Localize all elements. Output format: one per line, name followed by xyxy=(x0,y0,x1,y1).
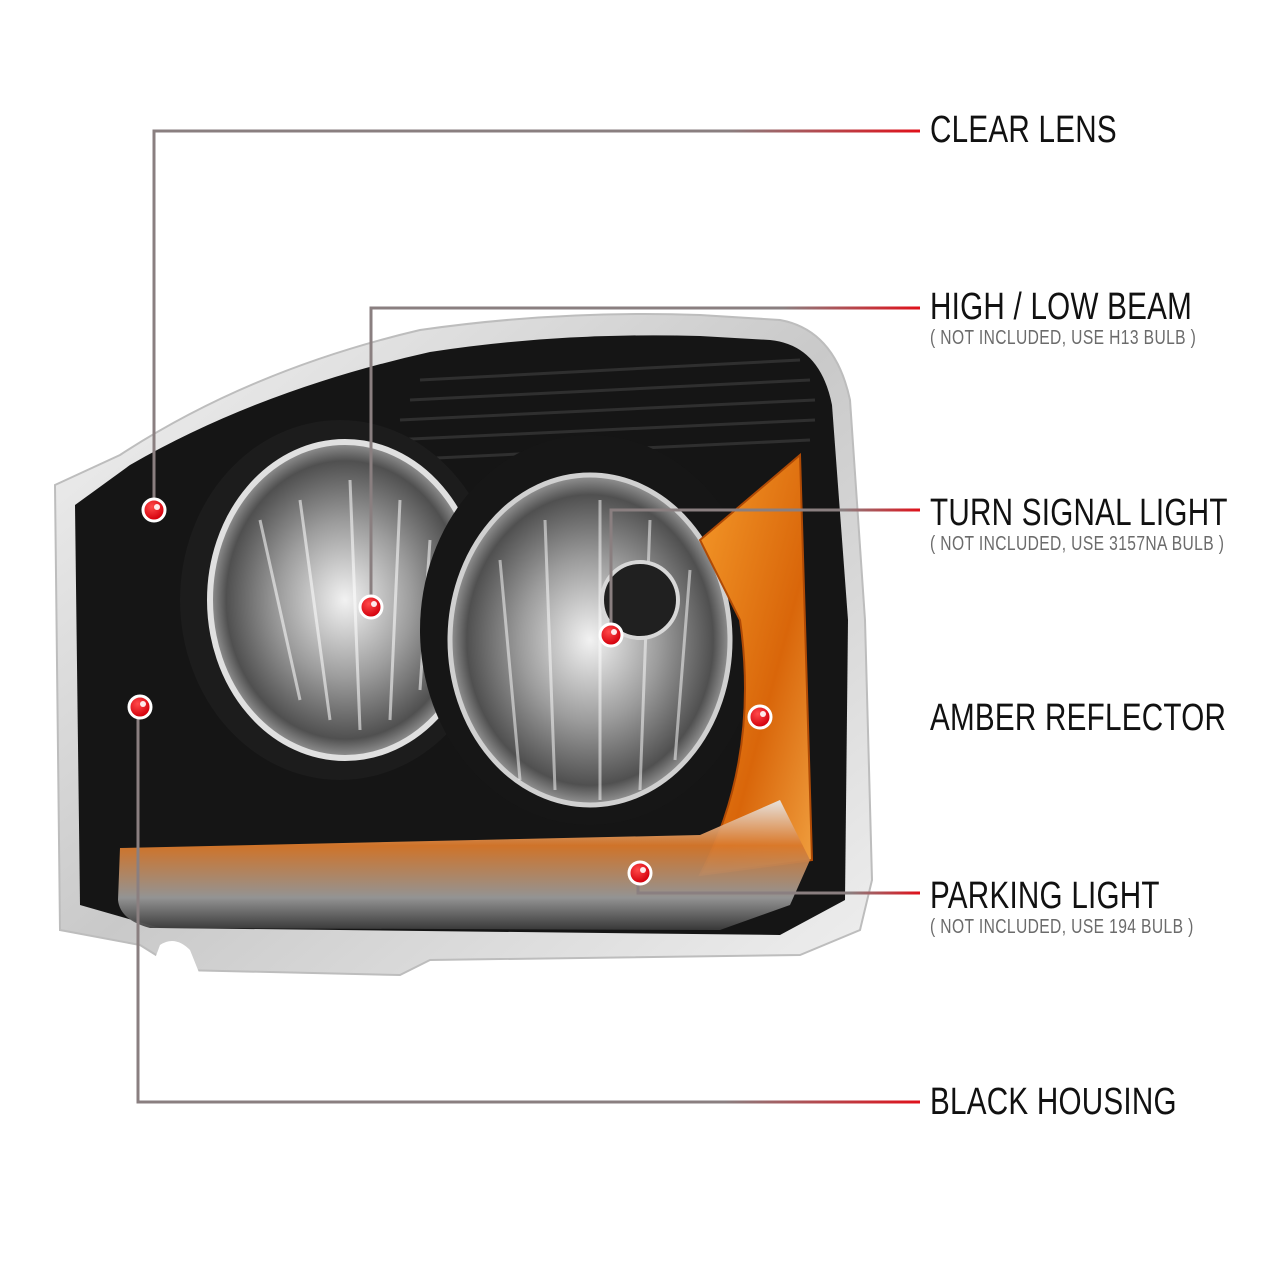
callout-note: ( NOT INCLUDED, USE H13 BULB ) xyxy=(930,327,1197,349)
callout-title: HIGH / LOW BEAM xyxy=(930,286,1193,328)
callout-amber-reflector: AMBER REFLECTOR xyxy=(930,698,1226,738)
marker-dot-icon xyxy=(127,694,153,720)
callout-title: AMBER REFLECTOR xyxy=(930,697,1227,739)
marker-dot-icon xyxy=(627,860,653,886)
callout-parking-light: PARKING LIGHT ( NOT INCLUDED, USE 194 BU… xyxy=(930,876,1194,938)
callout-turn-signal-light: TURN SIGNAL LIGHT ( NOT INCLUDED, USE 31… xyxy=(930,493,1228,555)
leader-clear-lens xyxy=(152,129,920,510)
leader-high-low-beam xyxy=(369,306,920,607)
marker-dot-icon xyxy=(358,594,384,620)
callout-title: PARKING LIGHT xyxy=(930,875,1160,917)
callout-black-housing: BLACK HOUSING xyxy=(930,1082,1177,1122)
leader-turn-signal xyxy=(609,508,920,635)
callout-title: CLEAR LENS xyxy=(930,109,1117,151)
parking-light-shape xyxy=(118,800,810,930)
callout-note: ( NOT INCLUDED, USE 3157NA BULB ) xyxy=(930,533,1225,555)
callout-title: BLACK HOUSING xyxy=(930,1081,1177,1123)
callout-note: ( NOT INCLUDED, USE 194 BULB ) xyxy=(930,916,1194,938)
marker-dot-icon xyxy=(747,704,773,730)
marker-dot-icon xyxy=(141,497,167,523)
callout-title: TURN SIGNAL LIGHT xyxy=(930,492,1228,534)
marker-dot-icon xyxy=(598,622,624,648)
turn-signal-lamp xyxy=(447,472,733,808)
leader-black-housing xyxy=(136,707,920,1104)
callout-high-low-beam: HIGH / LOW BEAM ( NOT INCLUDED, USE H13 … xyxy=(930,287,1196,349)
callout-clear-lens: CLEAR LENS xyxy=(930,110,1117,150)
